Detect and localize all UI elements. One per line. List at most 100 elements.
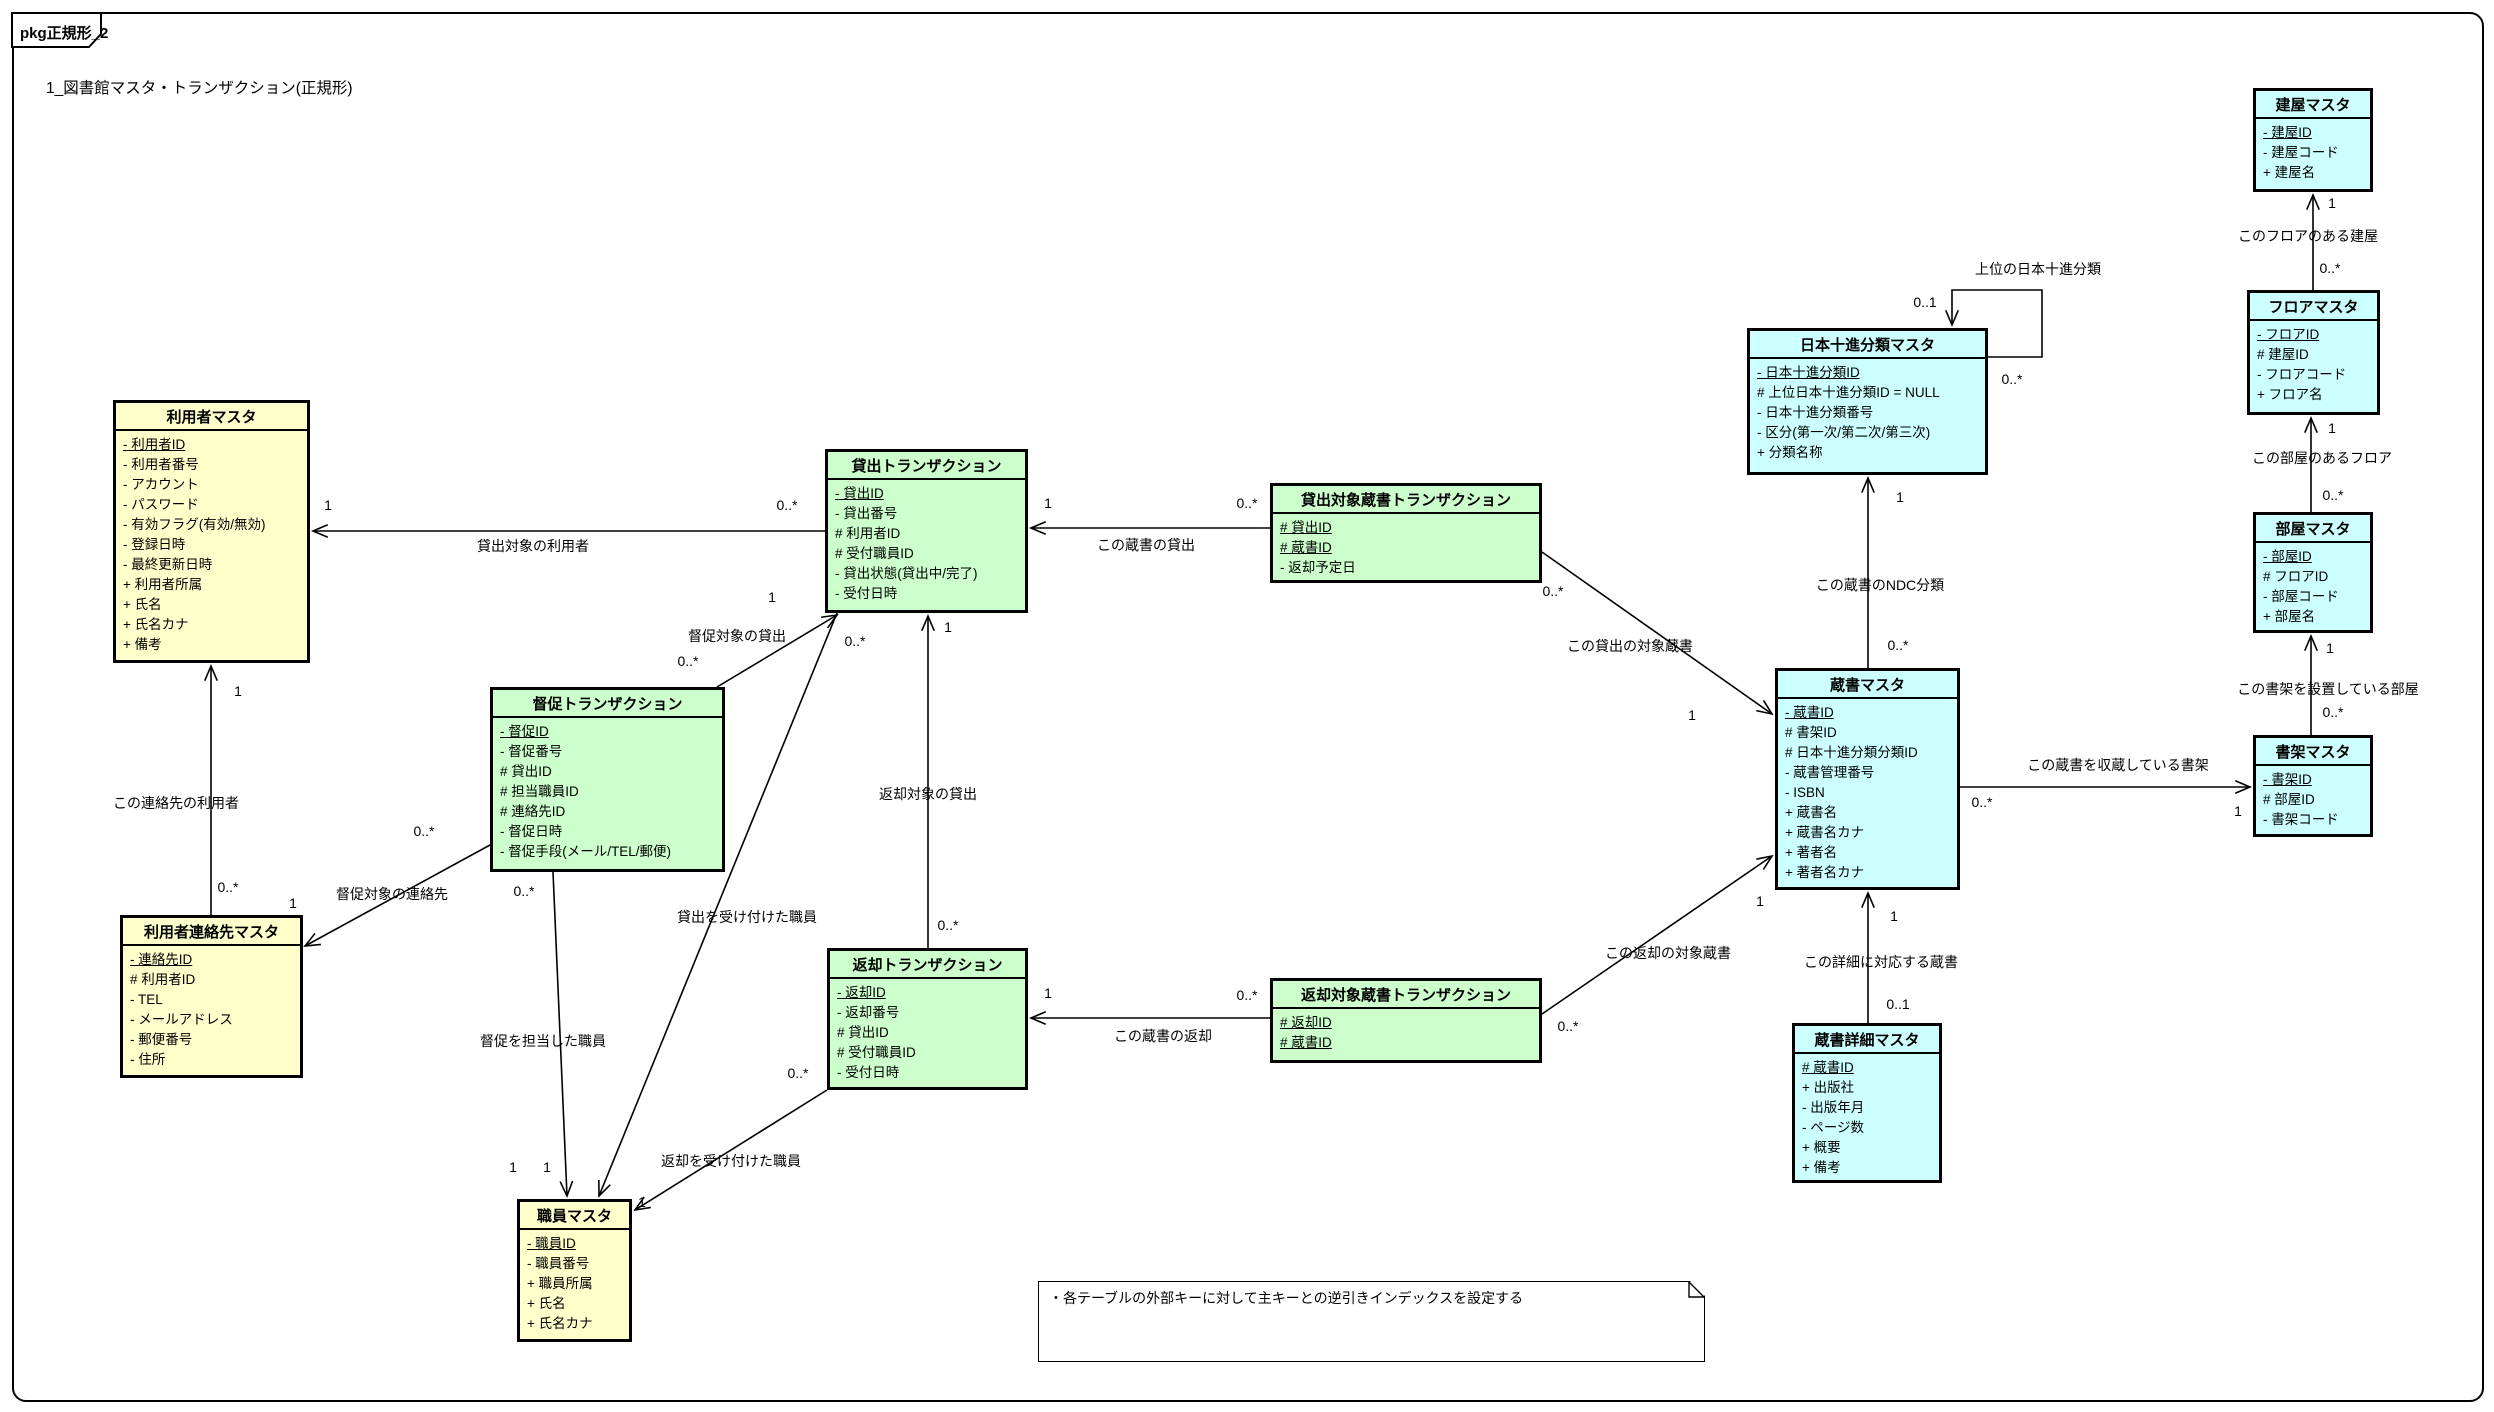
attribute: - ISBN: [1785, 785, 1825, 800]
entity-title: 返却対象蔵書トランザクション: [1273, 981, 1539, 1009]
attribute: - 貸出番号: [835, 506, 898, 521]
entity-title: 建屋マスタ: [2256, 91, 2370, 119]
attribute: - ページ数: [1802, 1120, 1864, 1135]
entity-contact[interactable]: 利用者連絡先マスタ- 連絡先ID# 利用者ID- TEL- メールアドレス- 郵…: [120, 915, 303, 1078]
entity-user[interactable]: 利用者マスタ- 利用者ID- 利用者番号- アカウント- パスワード- 有効フラ…: [113, 400, 310, 663]
entity-title: 職員マスタ: [520, 1202, 629, 1230]
attribute: - 貸出状態(貸出中/完了): [835, 566, 978, 581]
entity-attributes: - 督促ID- 督促番号# 貸出ID# 担当職員ID# 連絡先ID- 督促日時-…: [493, 718, 722, 869]
attribute: - 日本十進分類番号: [1757, 405, 1874, 420]
attribute: - 書架ID: [2263, 772, 2312, 787]
entity-title: 返却トランザクション: [830, 951, 1025, 979]
attribute: # 上位日本十進分類ID = NULL: [1757, 385, 1940, 400]
entity-return[interactable]: 返却トランザクション - 返却ID - 返却番号 # 貸出ID # 受付職員ID - 受付…: [827, 948, 1028, 1090]
attribute: + 分類名称: [1757, 445, 1823, 460]
entity-attributes: - 職員ID- 職員番号+ 職員所属+ 氏名+ 氏名カナ: [520, 1230, 629, 1339]
attribute: - 返却予定日: [1280, 560, 1356, 575]
entity-attributes: - 建屋ID- 建屋コード+ 建屋名: [2256, 119, 2370, 189]
attribute: - 受付日時: [837, 1065, 900, 1080]
attribute: + 建屋名: [2263, 165, 2316, 180]
attribute: # 貸出ID: [1280, 520, 1332, 535]
attribute: + 蔵書名カナ: [1785, 825, 1865, 840]
attribute: - 督促ID: [500, 724, 549, 739]
attribute: + 氏名: [123, 597, 162, 612]
entity-attributes: - 部屋ID# フロアID- 部屋コード+ 部屋名: [2256, 543, 2370, 631]
entity-building[interactable]: 建屋マスタ- 建屋ID- 建屋コード+ 建屋名: [2253, 88, 2373, 192]
attribute: + 職員所属: [527, 1276, 593, 1291]
entity-title: 蔵書マスタ: [1778, 671, 1957, 699]
attribute: - 返却番号: [837, 1005, 900, 1020]
attribute: - 住所: [130, 1052, 166, 1067]
attribute: - フロアコード: [2257, 367, 2347, 382]
entity-title: フロアマスタ: [2250, 293, 2377, 321]
attribute: # 受付職員ID: [837, 1045, 916, 1060]
attribute: - 出版年月: [1802, 1100, 1865, 1115]
attribute: - 返却ID: [837, 985, 886, 1000]
entity-staff[interactable]: 職員マスタ- 職員ID- 職員番号+ 職員所属+ 氏名+ 氏名カナ: [517, 1199, 632, 1342]
entity-lending-item[interactable]: 貸出対象蔵書トランザクション# 貸出ID# 蔵書ID- 返却予定日: [1270, 483, 1542, 583]
attribute: - 日本十進分類ID: [1757, 365, 1860, 380]
entity-book-detail[interactable]: 蔵書詳細マスタ# 蔵書ID+ 出版社- 出版年月- ページ数+ 概要+ 備考: [1792, 1023, 1942, 1183]
entity-title: 日本十進分類マスタ: [1750, 331, 1985, 359]
attribute: + フロア名: [2257, 387, 2323, 402]
entity-attributes: - 連絡先ID# 利用者ID- TEL- メールアドレス- 郵便番号- 住所: [123, 946, 300, 1075]
diagram-frame: [12, 12, 2484, 1402]
note-fold-icon: [1686, 1282, 1704, 1299]
attribute: + 著者名: [1785, 845, 1838, 860]
entity-title: 貸出対象蔵書トランザクション: [1273, 486, 1539, 514]
entity-floor[interactable]: フロアマスタ- フロアID# 建屋ID- フロアコード+ フロア名: [2247, 290, 2380, 415]
package-tab-shape: [11, 12, 102, 48]
entity-attributes: - 日本十進分類ID # 上位日本十進分類ID = NULL - 日本十進分類番号 -…: [1750, 359, 1985, 472]
attribute: - 蔵書管理番号: [1785, 765, 1875, 780]
note[interactable]: ・各テーブルの外部キーに対して主キーとの逆引きインデックスを設定する: [1038, 1281, 1705, 1362]
attribute: - 部屋コード: [2263, 589, 2339, 604]
entity-title: 利用者連絡先マスタ: [123, 918, 300, 946]
attribute: + 備考: [1802, 1160, 1841, 1175]
attribute: # 書架ID: [1785, 725, 1837, 740]
attribute: - 最終更新日時: [123, 557, 213, 572]
entity-reminder[interactable]: 督促トランザクション- 督促ID- 督促番号# 貸出ID# 担当職員ID# 連絡…: [490, 687, 725, 872]
diagram-title: 1_図書館マスタ・トランザクション(正規形): [46, 80, 353, 97]
note-text: ・各テーブルの外部キーに対して主キーとの逆引きインデックスを設定する: [1049, 1290, 1524, 1306]
package-tab-label: pkg正規形_2: [20, 24, 108, 42]
attribute: # 建屋ID: [2257, 347, 2309, 362]
attribute: # 連絡先ID: [500, 804, 566, 819]
entity-return-item[interactable]: 返却対象蔵書トランザクション# 返却ID# 蔵書ID: [1270, 978, 1542, 1063]
attribute: - 貸出ID: [835, 486, 884, 501]
attribute: # 蔵書ID: [1802, 1060, 1854, 1075]
entity-title: 督促トランザクション: [493, 690, 722, 718]
entity-attributes: - 書架ID# 部屋ID- 書架コード: [2256, 766, 2370, 834]
attribute: - 督促日時: [500, 824, 563, 839]
entity-attributes: - 利用者ID- 利用者番号- アカウント- パスワード- 有効フラグ(有効/無…: [116, 431, 307, 660]
attribute: # 受付職員ID: [835, 546, 914, 561]
attribute: + 出版社: [1802, 1080, 1855, 1095]
entity-room[interactable]: 部屋マスタ- 部屋ID# フロアID- 部屋コード+ 部屋名: [2253, 512, 2373, 633]
entity-title: 書架マスタ: [2256, 738, 2370, 766]
entity-title: 部屋マスタ: [2256, 515, 2370, 543]
attribute: + 部屋名: [2263, 609, 2316, 624]
attribute: - 利用者番号: [123, 457, 199, 472]
entity-shelf[interactable]: 書架マスタ- 書架ID# 部屋ID- 書架コード: [2253, 735, 2373, 837]
attribute: - 連絡先ID: [130, 952, 193, 967]
entity-attributes: # 貸出ID# 蔵書ID- 返却予定日: [1273, 514, 1539, 582]
attribute: - 職員ID: [527, 1236, 576, 1251]
attribute: - 建屋ID: [2263, 125, 2312, 140]
attribute: - パスワード: [123, 497, 199, 512]
attribute: - メールアドレス: [130, 1012, 233, 1027]
attribute: # 貸出ID: [837, 1025, 889, 1040]
entity-ndc[interactable]: 日本十進分類マスタ- 日本十進分類ID# 上位日本十進分類ID = NULL- …: [1747, 328, 1988, 475]
attribute: - 利用者ID: [123, 437, 186, 452]
entity-title: 貸出トランザクション: [828, 452, 1025, 480]
attribute: - 区分(第一次/第二次/第三次): [1757, 425, 1931, 440]
attribute: - 督促手段(メール/TEL/郵便): [500, 844, 671, 859]
package-tab: pkg正規形_2: [11, 12, 108, 48]
attribute: # 部屋ID: [2263, 792, 2315, 807]
attribute: - 郵便番号: [130, 1032, 193, 1047]
attribute: - 有効フラグ(有効/無効): [123, 517, 266, 532]
attribute: - 登録日時: [123, 537, 186, 552]
entity-book[interactable]: 蔵書マスタ- 蔵書ID# 書架ID# 日本十進分類分類ID- 蔵書管理番号- I…: [1775, 668, 1960, 890]
entity-lending[interactable]: 貸出トランザクション - 貸出ID - 貸出番号 # 利用者ID # 受付職員ID - 貸…: [825, 449, 1028, 613]
entity-attributes: - 蔵書ID# 書架ID# 日本十進分類分類ID- 蔵書管理番号- ISBN+ …: [1778, 699, 1957, 887]
attribute: # 利用者ID: [835, 526, 901, 541]
